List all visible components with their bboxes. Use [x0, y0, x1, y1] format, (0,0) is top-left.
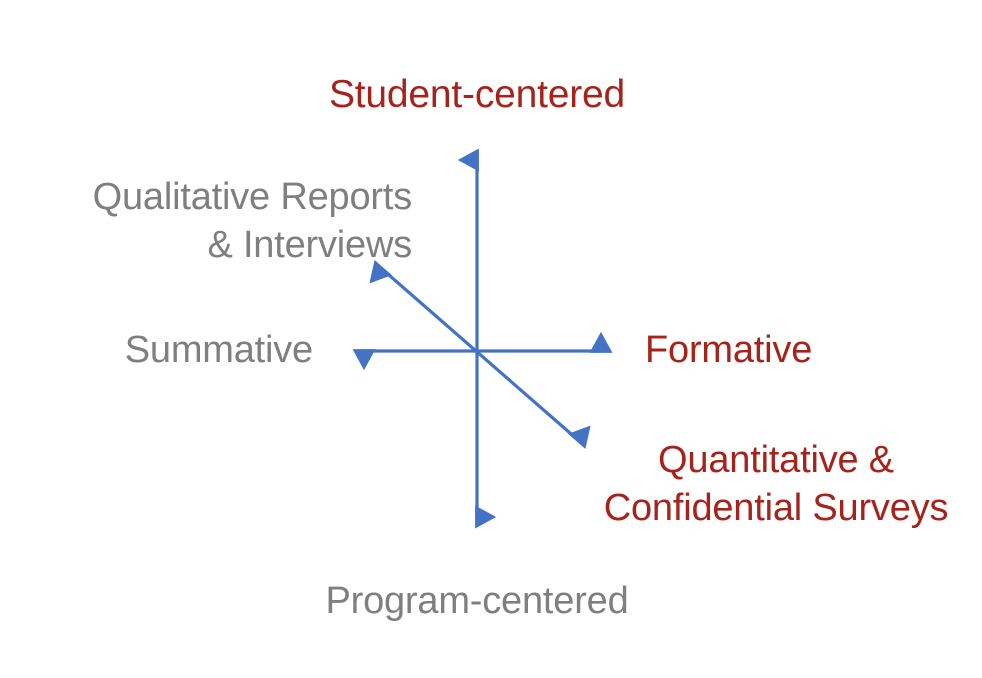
quantitative-line-2: Confidential Surveys — [603, 486, 949, 529]
axis-label-student-centered: Student-centered — [328, 73, 625, 116]
quantitative-line-1: Quantitative & — [658, 439, 894, 481]
axis-label-formative: Formative — [645, 329, 813, 371]
axis-label-qualitative-reports-interviews: Qualitative Reports & Interviews — [0, 174, 413, 270]
diagonal-arrow — [369, 259, 591, 450]
qualitative-line-2: & Interviews — [207, 223, 412, 266]
qualitative-line-1: Qualitative Reports — [92, 176, 413, 218]
axis-label-quantitative-confidential-surveys: Quantitative & Confidential Surveys — [600, 437, 952, 533]
axis-label-program-centered: Program-centered — [325, 580, 629, 622]
axis-label-summative: Summative — [124, 329, 313, 371]
